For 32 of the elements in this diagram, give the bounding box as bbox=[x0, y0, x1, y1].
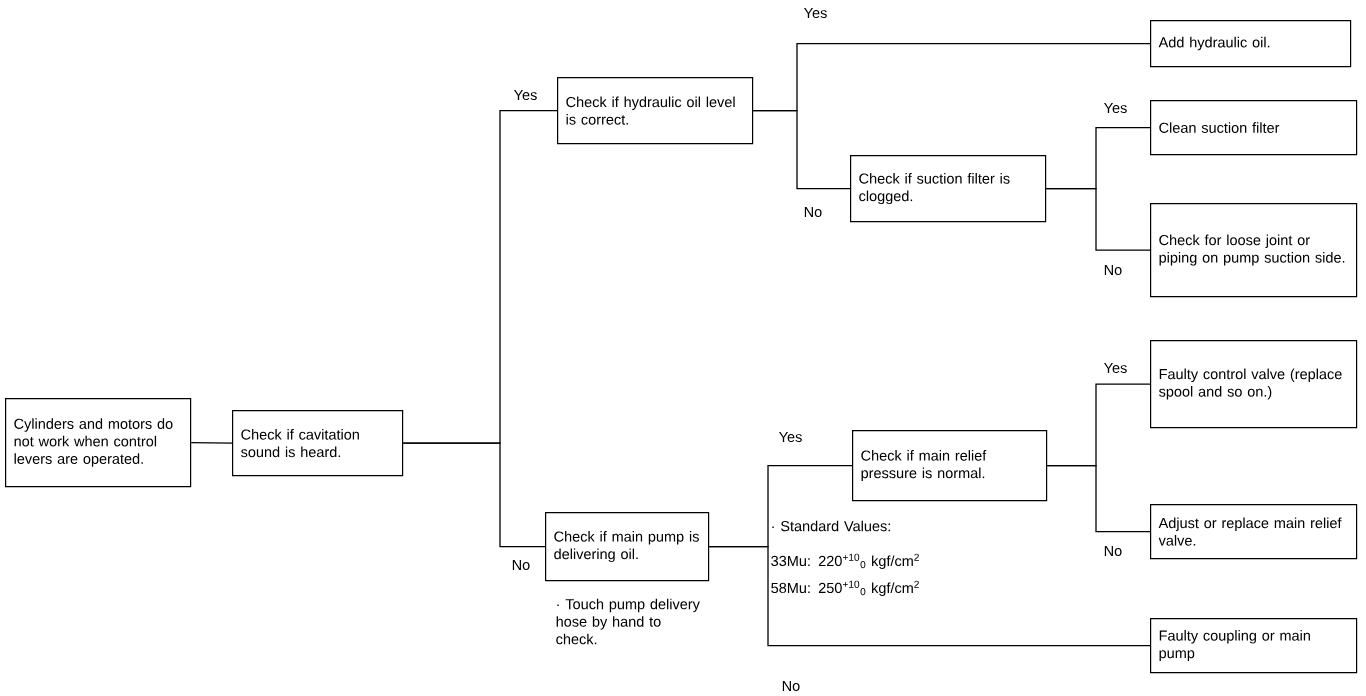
edge-label: Yes bbox=[1102, 101, 1129, 115]
process-box: Faulty control valve (replace spool and so on.) bbox=[1150, 340, 1358, 429]
note-text: 33Mu: 220$^{+10}$$_{0}$ kgf/cm$^{2}$ bbox=[771, 553, 919, 569]
connector-line bbox=[190, 441, 233, 444]
edge-label: No bbox=[510, 558, 532, 572]
note-text: · Standard Values: bbox=[772, 520, 890, 532]
connector-line bbox=[1046, 464, 1151, 533]
process-box: Check if main relief pressure is normal. bbox=[852, 430, 1048, 502]
edge-label: No bbox=[1102, 544, 1124, 558]
process-box: Cylinders and motors do not work when control levers are operated. bbox=[5, 398, 192, 488]
connector-line bbox=[1045, 187, 1151, 251]
edge-label: Yes bbox=[802, 6, 829, 20]
process-box: Check for loose joint or piping on pump suction side. bbox=[1150, 203, 1358, 298]
note-text: 58Mu: 250$^{+10}$$_{0}$ kgf/cm$^{2}$ bbox=[771, 580, 919, 596]
process-box: Check if hydraulic oil level is correct. bbox=[557, 77, 754, 145]
process-box: Check if main pump is delivering oil. bbox=[545, 512, 710, 582]
process-box: Check if suction filter is clogged. bbox=[850, 155, 1047, 223]
process-box: Clean suction filter bbox=[1150, 100, 1358, 156]
edge-label: No bbox=[802, 205, 824, 219]
note-text: · Touch pump delivery hose by hand to check. bbox=[556, 598, 700, 645]
connector-line bbox=[708, 545, 1151, 647]
edge-label: No bbox=[780, 679, 802, 693]
edge-label: Yes bbox=[512, 88, 539, 102]
edge-label: No bbox=[1102, 263, 1124, 277]
process-box: Add hydraulic oil. bbox=[1150, 20, 1352, 68]
process-box: Check if cavitation sound is heard. bbox=[232, 410, 404, 477]
process-box: Adjust or replace main relief valve. bbox=[1150, 504, 1358, 560]
connector-line bbox=[402, 442, 546, 548]
edge-label: Yes bbox=[777, 430, 804, 444]
process-box: Faulty coupling or main pump bbox=[1150, 618, 1358, 674]
edge-label: Yes bbox=[1102, 361, 1129, 375]
connector-line bbox=[752, 109, 851, 190]
